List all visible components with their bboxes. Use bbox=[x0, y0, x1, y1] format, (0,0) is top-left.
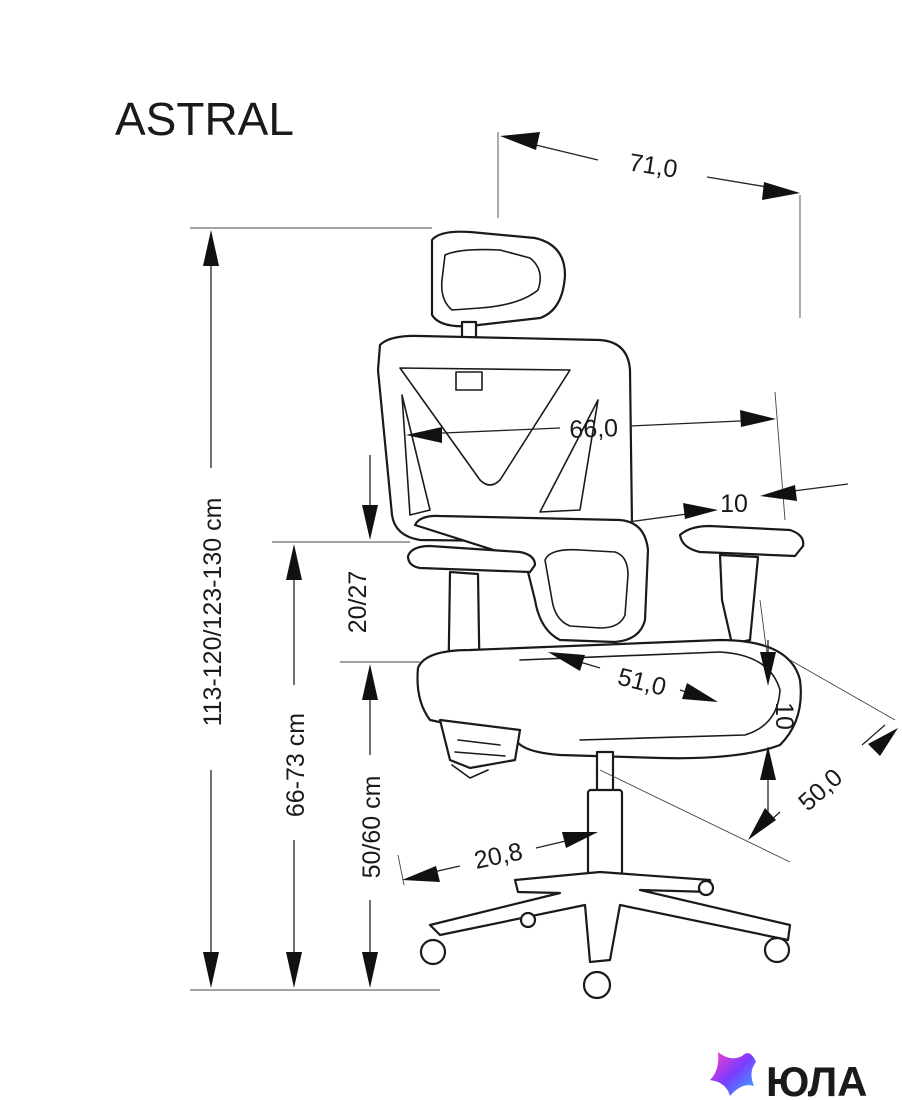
chair-base bbox=[428, 870, 792, 964]
label-depth: 71,0 bbox=[627, 148, 679, 183]
right-armrest-pad bbox=[678, 524, 805, 558]
label-seat-depth: 50,0 bbox=[793, 763, 848, 816]
caster-front bbox=[582, 970, 612, 1000]
caster-left bbox=[419, 938, 447, 966]
tilt-lever bbox=[451, 739, 506, 779]
backrest-clip bbox=[455, 371, 483, 391]
casters bbox=[419, 879, 791, 1000]
caster-back-left bbox=[519, 911, 537, 929]
chair-drawing bbox=[376, 230, 805, 1000]
label-armrest-adjust: 20/27 bbox=[344, 571, 372, 634]
label-armrest-height: 66-73 cm bbox=[282, 713, 310, 817]
brand-star-icon bbox=[710, 1052, 756, 1096]
left-armrest-pad bbox=[406, 544, 537, 574]
label-armrest-width: 10 bbox=[720, 490, 748, 518]
label-seat-height: 50/60 cm bbox=[358, 776, 386, 879]
label-base-radius: 20,8 bbox=[472, 837, 525, 875]
backrest-mesh-top bbox=[399, 367, 571, 486]
caster-back-right bbox=[697, 879, 715, 897]
lumbar-inner bbox=[544, 548, 629, 629]
right-armrest-support bbox=[718, 553, 760, 646]
backrest-mesh-right bbox=[539, 399, 599, 513]
seat-inner bbox=[519, 651, 781, 741]
headrest bbox=[430, 230, 567, 328]
brand-name: ЮЛА bbox=[766, 1058, 868, 1100]
label-seat-thickness: 10 bbox=[770, 702, 798, 730]
backrest-mesh-left bbox=[401, 394, 431, 516]
dimension-lines bbox=[203, 132, 898, 988]
product-title: ASTRAL bbox=[115, 93, 294, 145]
label-back-width: 66,0 bbox=[569, 414, 619, 444]
brand-logo: ЮЛА bbox=[710, 1052, 868, 1100]
caster-right bbox=[763, 936, 791, 964]
headrest-cutout bbox=[440, 248, 541, 311]
lumbar-support bbox=[413, 514, 650, 644]
label-total-height: 113-120/123-130 cm bbox=[199, 498, 227, 727]
